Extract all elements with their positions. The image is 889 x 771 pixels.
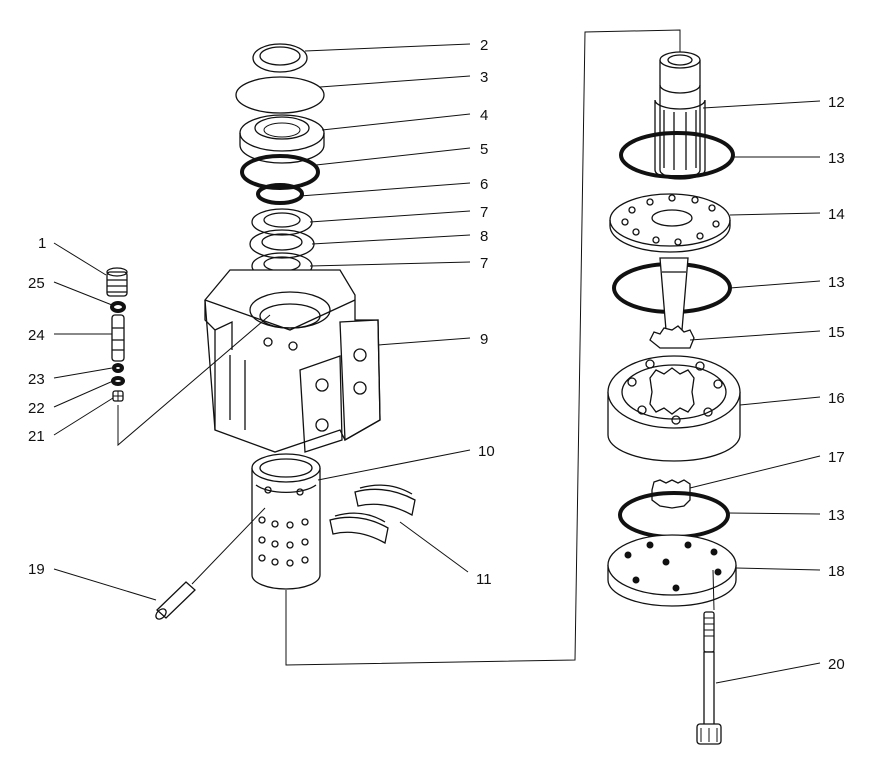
part-2-seal-ring	[252, 43, 308, 73]
part-7-thrust-washer-upper	[251, 208, 313, 236]
part-10-spool-sleeve	[251, 453, 321, 590]
callout-4: 4	[480, 107, 488, 124]
callout-7-lower: 7	[480, 255, 488, 272]
callout-8: 8	[480, 228, 488, 245]
callout-16: 16	[828, 390, 845, 407]
part-25-o-ring	[110, 301, 126, 313]
callout-10: 10	[478, 443, 495, 460]
part-20-pin	[155, 581, 196, 620]
callout-22: 22	[28, 400, 45, 417]
callout-21: 21	[28, 428, 45, 445]
part-9-housing	[204, 269, 381, 453]
part-19-bolt	[696, 611, 722, 745]
part-18-end-cap	[607, 534, 737, 607]
callout-1: 1	[38, 235, 46, 252]
part-5-o-ring	[240, 154, 320, 190]
part-6-o-ring	[256, 183, 304, 205]
callout-12: 12	[828, 94, 845, 111]
part-24-relief-valve	[111, 314, 125, 362]
callout-leaders	[53, 43, 821, 684]
part-1-plug	[106, 267, 128, 297]
callout-20: 19	[28, 561, 45, 578]
callout-6: 6	[480, 176, 488, 193]
callout-15: 15	[828, 324, 845, 341]
callout-13-lower: 13	[828, 507, 845, 524]
callout-13-upper: 13	[828, 150, 845, 167]
callout-25: 25	[28, 275, 45, 292]
callout-numbers: 2 3 4 5 6 7 8 7 9 10 11 19 1 25 24 23 22…	[28, 37, 845, 673]
part-13-o-ring-upper	[619, 131, 735, 179]
part-21-check-ball	[112, 390, 124, 402]
callout-11: 11	[476, 571, 492, 588]
callout-14: 14	[828, 206, 845, 223]
part-12-drive-shaft	[654, 51, 706, 180]
part-16-gerotor	[607, 355, 741, 462]
part-4-bearing-seal	[239, 114, 325, 164]
part-3-o-ring	[235, 76, 325, 114]
callout-18: 18	[828, 563, 845, 580]
callout-23: 23	[28, 371, 45, 388]
callout-19: 20	[828, 656, 845, 673]
part-8-thrust-bearing	[249, 229, 315, 259]
callout-2: 2	[480, 37, 488, 54]
part-15-drive-link	[649, 257, 695, 349]
callout-13-middle: 13	[828, 274, 845, 291]
callout-17: 17	[828, 449, 845, 466]
callout-3: 3	[480, 69, 488, 86]
part-23-ring	[112, 363, 124, 373]
callout-5: 5	[480, 141, 488, 158]
assembly-guide-lines	[117, 29, 715, 666]
callout-7-upper: 7	[480, 204, 488, 221]
callout-9: 9	[480, 331, 488, 348]
part-22-ring	[111, 376, 125, 386]
callout-24: 24	[28, 327, 45, 344]
part-14-wear-plate	[609, 193, 731, 253]
part-11-centering-springs	[329, 484, 416, 545]
